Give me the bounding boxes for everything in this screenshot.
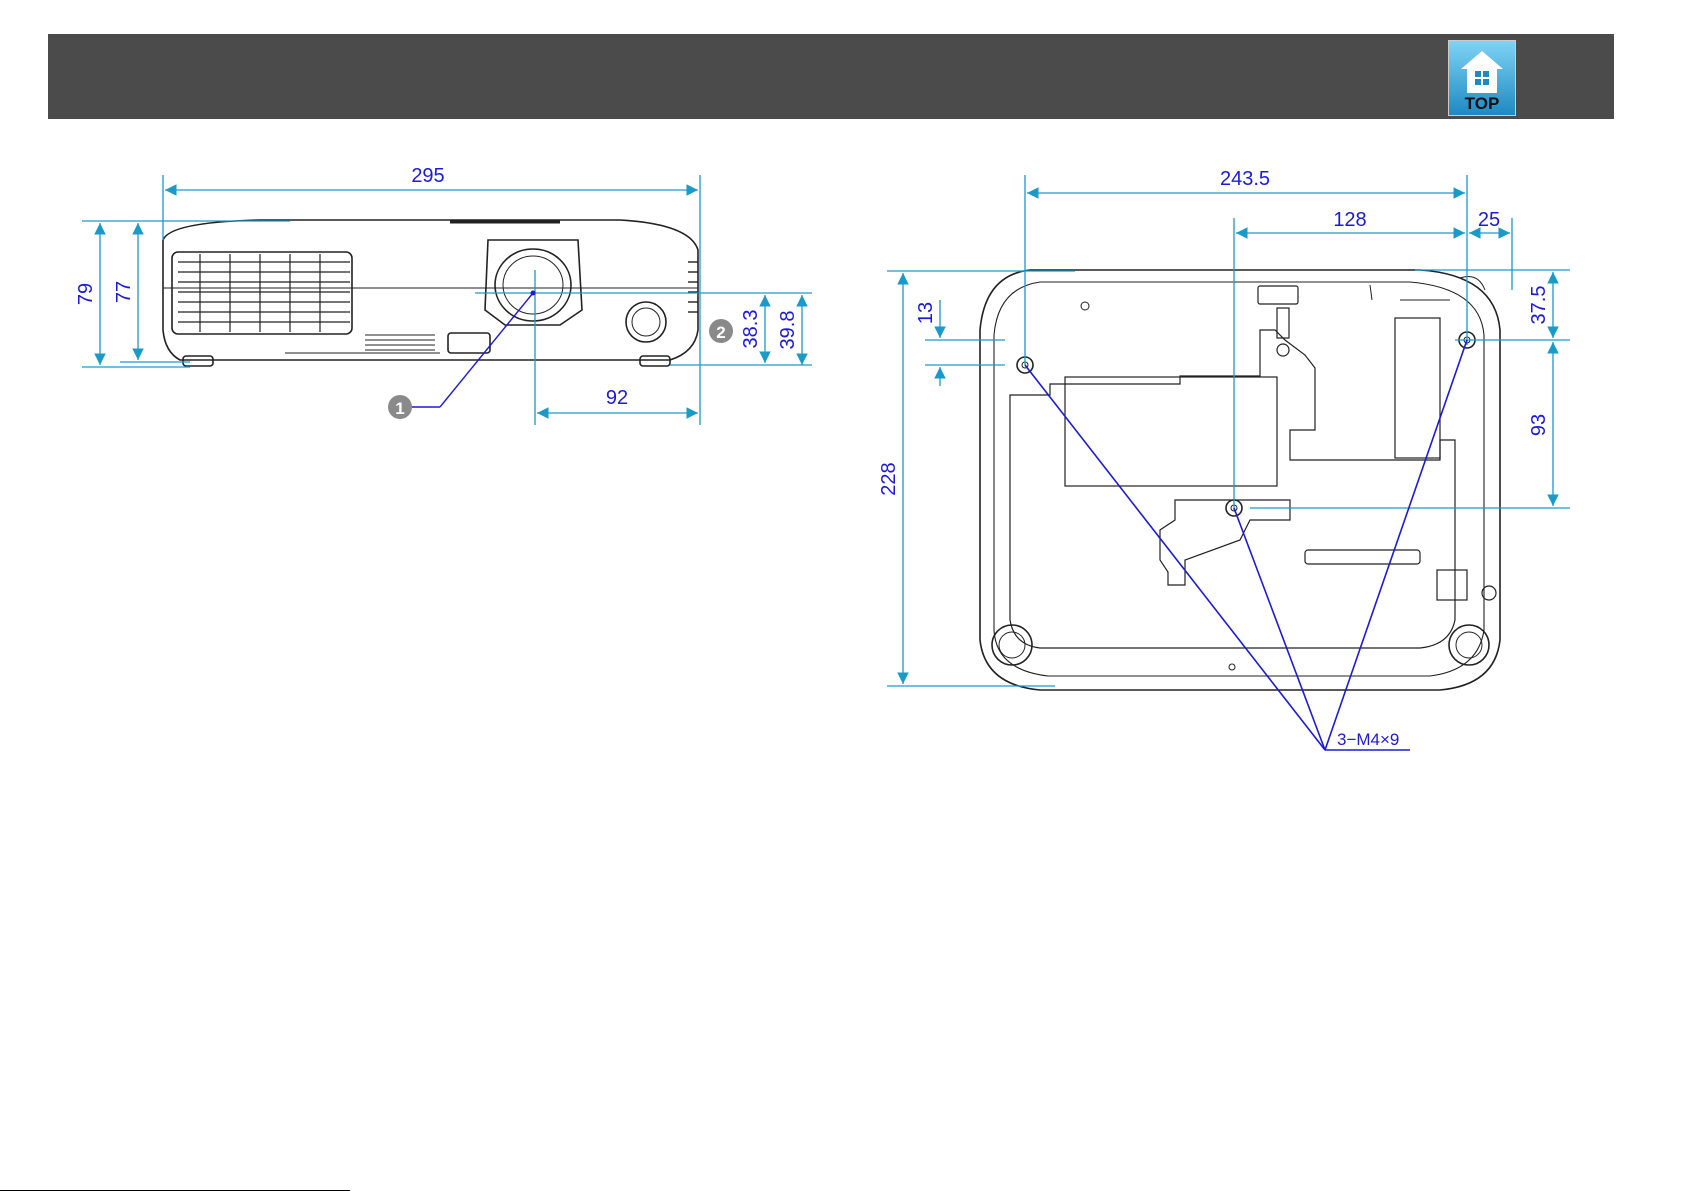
front-width-label: 295: [411, 165, 444, 187]
lens-offset-label: 92: [606, 387, 628, 409]
lens-height-a-label: 38.3: [740, 310, 762, 349]
lens-height-b-label: 39.8: [777, 311, 799, 350]
screw-spec-label: 3−M4×9: [1337, 730, 1399, 749]
hole-edge-label: 25: [1478, 209, 1500, 231]
callout-1: 1: [388, 291, 536, 420]
callout-2: 2: [709, 319, 733, 343]
depth-label: 228: [878, 462, 900, 495]
hole-offset-label: 13: [915, 302, 937, 324]
bottom-view-drawing: [980, 270, 1500, 690]
rear-hole-depth-label: 37.5: [1528, 286, 1550, 325]
screw-callout: [1025, 340, 1467, 750]
callout-1-number: 1: [395, 399, 404, 418]
front-view-dimensions: 295 79 77 38.3 39.8 92 1 2: [75, 165, 812, 425]
front-height-body-label: 77: [113, 281, 135, 303]
hole-span-label: 128: [1333, 209, 1366, 231]
bottom-width-label: 243.5: [1220, 168, 1270, 190]
callout-2-number: 2: [716, 323, 725, 342]
front-height-total-label: 79: [75, 283, 97, 305]
hole-to-hole-label: 93: [1528, 414, 1550, 436]
